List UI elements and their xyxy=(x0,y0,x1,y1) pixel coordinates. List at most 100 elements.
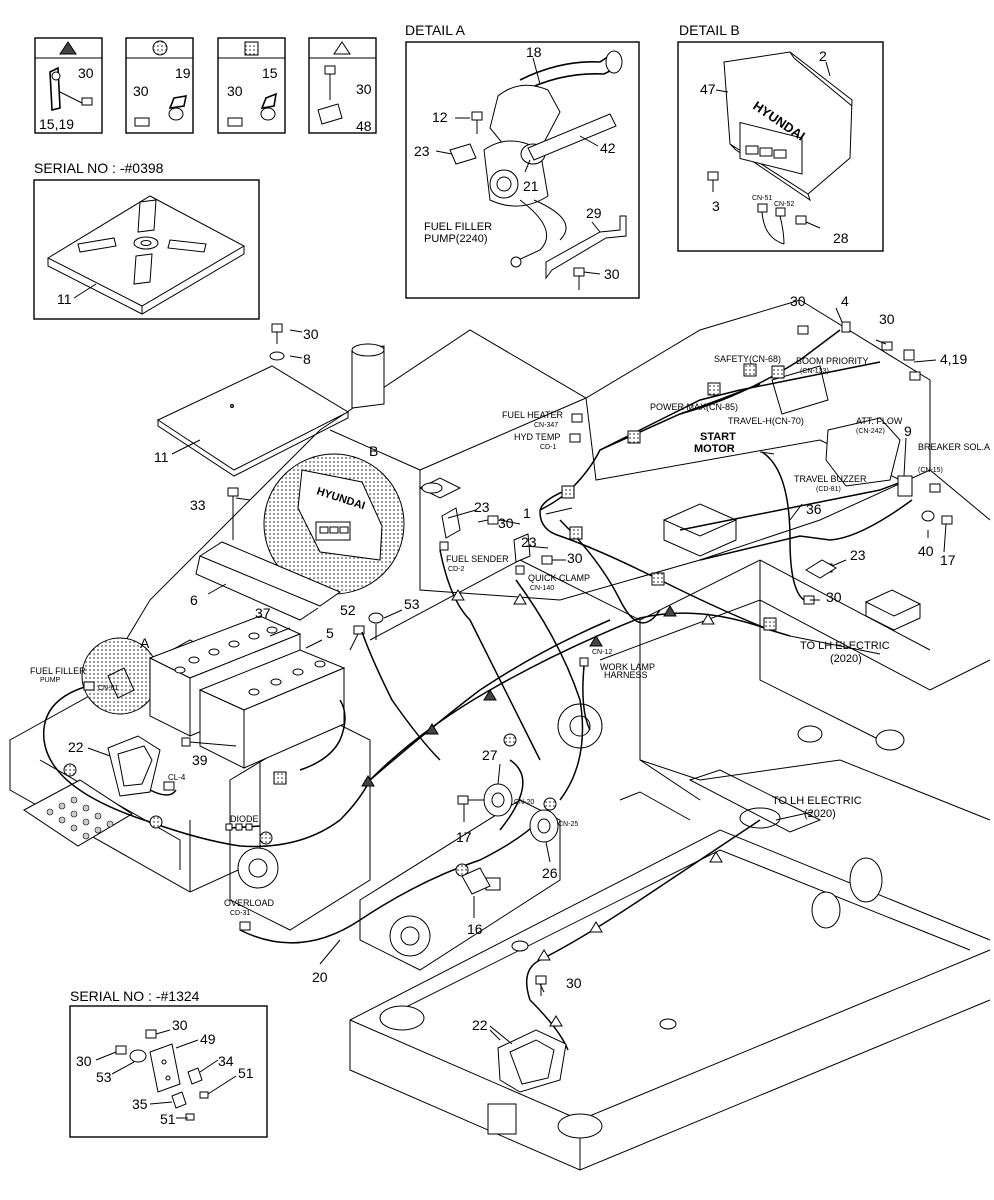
detail-a-box: 18 12 23 42 21 29 30 FUEL FILLER PUMP(22… xyxy=(405,41,640,299)
part-33: 33 xyxy=(190,497,206,513)
machine-frame xyxy=(9,299,991,1171)
part-30-e: 30 xyxy=(826,589,842,605)
callout-work-lamp-1: WORK LAMP xyxy=(600,662,655,672)
callout-cl4: CL-4 xyxy=(168,773,186,782)
callout-cn61: CN-61 xyxy=(98,685,118,692)
detail-a-part-18: 18 xyxy=(526,44,542,60)
part-23-a: 23 xyxy=(474,499,490,515)
callout-overload-cn: CD-31 xyxy=(230,910,250,917)
main-leaders xyxy=(189,307,947,1041)
legend-box-2: 19 30 xyxy=(125,37,194,134)
part-8: 8 xyxy=(303,351,311,367)
callout-travel-buzzer: TRAVEL BUZZER xyxy=(794,474,867,484)
detail-b-box: HYUNDAI 47 2 3 28 CN-51 CN-52 xyxy=(677,41,884,252)
callout-fuel-sender-cn: CD-2 xyxy=(448,566,464,573)
detail-b-circle: HYUNDAI B xyxy=(263,443,405,595)
part-53: 53 xyxy=(404,596,420,612)
legend-box-3: 15 30 xyxy=(217,37,286,134)
detail-a-part-21: 21 xyxy=(523,178,539,194)
serial-1324-part-30a: 30 xyxy=(172,1017,188,1033)
part-36: 36 xyxy=(806,501,822,517)
main-labels: 30 8 11 33 6 37 52 53 5 22 39 23 30 23 3… xyxy=(68,293,967,1033)
callout-fuel-sender: FUEL SENDER xyxy=(446,554,509,564)
callout-fuel-filler-2: PUMP xyxy=(40,677,61,684)
bracket-6 xyxy=(195,487,342,621)
detail-a-part-23: 23 xyxy=(414,143,430,159)
legend-4-label-b: 48 xyxy=(356,118,372,134)
callout-att-flow-cn: (CN-242) xyxy=(856,428,885,435)
callout-overload: OVERLOAD xyxy=(224,898,275,908)
callout-work-lamp-2: HARNESS xyxy=(604,670,648,680)
callout-breaker-sol: BREAKER SOL.A xyxy=(918,442,990,452)
clamps-23 xyxy=(441,507,837,579)
callout-start-motor-1: START xyxy=(700,431,736,443)
detail-b-part-28: 28 xyxy=(833,230,849,246)
part-37: 37 xyxy=(255,605,271,621)
callout-boom-priority-cn: (CN-133) xyxy=(800,368,829,375)
part-9: 9 xyxy=(904,423,912,439)
legend-4-label-a: 30 xyxy=(356,81,372,97)
part-11: 11 xyxy=(154,449,169,465)
serial-1324-part-51a: 51 xyxy=(238,1065,254,1081)
part-4-19: 4,19 xyxy=(940,351,967,367)
legend-1-label-a: 30 xyxy=(78,65,94,81)
callout-power-max: POWER MAX(CN-85) xyxy=(650,402,738,412)
legend-3-label-a: 30 xyxy=(227,83,243,99)
serial-1324-box: 30 49 30 34 53 51 35 51 xyxy=(69,1005,268,1138)
part-6: 6 xyxy=(190,592,198,608)
detail-b-connector-2: CN-52 xyxy=(774,201,794,208)
detail-a-caption-1: FUEL FILLER xyxy=(424,221,492,233)
legend-box-4: 30 48 xyxy=(308,37,377,134)
main-harness xyxy=(42,329,913,1051)
callout-att-flow: ATT. FLOW xyxy=(856,416,903,426)
battery-hold-52-53 xyxy=(269,609,403,651)
callout-start-motor-2: MOTOR xyxy=(694,443,735,455)
part-22: 22 xyxy=(68,739,84,755)
part-16: 16 xyxy=(467,921,483,937)
callout-diode: DIODE xyxy=(230,814,259,824)
part-23-c: 23 xyxy=(850,547,866,563)
part-30-c: 30 xyxy=(790,293,806,309)
serial-0398-box: 11 xyxy=(33,179,260,320)
detail-b-connector-1: CN-51 xyxy=(752,195,772,202)
part-17-b: 17 xyxy=(456,829,472,845)
horn-22-lower xyxy=(489,1025,567,1093)
part-5: 5 xyxy=(326,625,334,641)
part-23-b: 23 xyxy=(521,534,537,550)
legend-1-label-b: 15,19 xyxy=(39,116,74,132)
callout-cn20: CN-20 xyxy=(514,799,534,806)
callout-to-lh-1-sub: (2020) xyxy=(830,653,862,665)
part-30-b: 30 xyxy=(567,550,583,566)
serial-1324-part-53: 53 xyxy=(96,1069,112,1085)
callout-to-lh-1: TO LH ELECTRIC xyxy=(800,640,890,652)
part-20: 20 xyxy=(312,969,328,985)
horn-27 xyxy=(457,783,513,817)
legend-2-label-a: 30 xyxy=(133,83,149,99)
detail-a-title: DETAIL A xyxy=(405,22,466,38)
callout-to-lh-2: TO LH ELECTRIC xyxy=(772,795,862,807)
callout-boom-priority: BOOM PRIORITY xyxy=(796,356,869,366)
detail-a-part-29: 29 xyxy=(586,205,602,221)
serial-1324-title: SERIAL NO : -#1324 xyxy=(70,988,200,1004)
part-26: 26 xyxy=(542,865,558,881)
detail-a-circle: A xyxy=(81,635,159,715)
detail-b-part-2: 2 xyxy=(819,48,827,64)
detail-a-part-30: 30 xyxy=(604,266,620,282)
part-27: 27 xyxy=(482,747,498,763)
part-30-a: 30 xyxy=(498,515,514,531)
serial-1324-part-35: 35 xyxy=(132,1096,148,1112)
clamp-16 xyxy=(461,867,491,918)
detail-marker-a: A xyxy=(140,635,150,651)
horn-26 xyxy=(529,809,559,843)
callout-fuel-heater-cn: CN-347 xyxy=(534,422,558,429)
serial-0398-part: 11 xyxy=(57,291,72,307)
legend-3-label-b: 15 xyxy=(262,65,278,81)
part-39: 39 xyxy=(192,752,208,768)
callout-travel-h: TRAVEL-H(CN-70) xyxy=(728,416,804,426)
main-callouts: FUEL HEATER CN-347 HYD TEMP CD-1 POWER M… xyxy=(30,354,990,917)
callout-safety: SAFETY(CN-68) xyxy=(714,354,781,364)
detail-b-title: DETAIL B xyxy=(679,22,740,38)
serial-1324-part-30b: 30 xyxy=(76,1053,92,1069)
callout-cn25: CN-25 xyxy=(558,821,578,828)
